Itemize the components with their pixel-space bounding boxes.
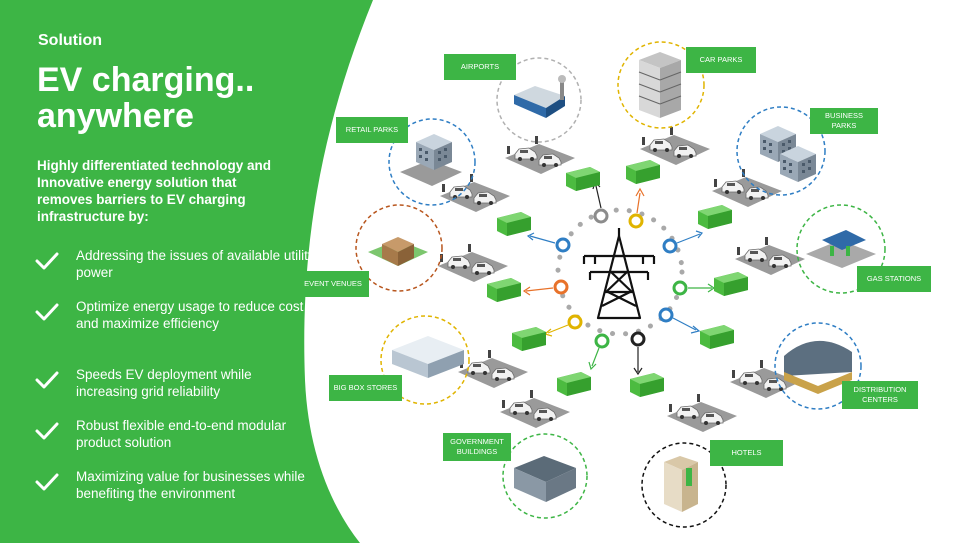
airports-location-icon	[496, 57, 582, 143]
parking-lot-icon	[438, 244, 508, 282]
headline-line-1: EV charging..	[37, 61, 255, 99]
government-buildings-location-icon	[502, 433, 588, 519]
connector-node	[522, 279, 569, 296]
battery-storage-icon	[700, 325, 734, 349]
retail-parks-location-icon	[388, 118, 476, 206]
parking-lot-icon	[712, 169, 782, 207]
tag-retail-parks: RETAIL PARKS	[336, 117, 408, 143]
connector-node	[658, 307, 701, 334]
gas-stations-location-icon	[796, 204, 886, 294]
hotels-location-icon	[641, 442, 727, 528]
tag-hotels: HOTELS	[710, 440, 783, 466]
battery-storage-icon	[566, 167, 600, 191]
connector-node	[592, 180, 609, 224]
bullet-text: Speeds EV deployment while increasing gr…	[76, 367, 252, 399]
battery-storage-icon	[512, 327, 546, 351]
parking-lot-icon	[667, 394, 737, 432]
parking-lot-icon	[440, 174, 510, 212]
transmission-tower-icon	[582, 228, 656, 320]
tag-airports: AIRPORTS	[444, 54, 516, 80]
event-venues-location-icon	[355, 204, 443, 292]
checkmark-icon	[35, 422, 59, 440]
tag-event-venues: EVENT VENUES	[297, 271, 369, 297]
headline-line-2: anywhere	[37, 97, 194, 135]
connector-node	[588, 333, 610, 371]
connector-node	[662, 230, 704, 254]
section-eyebrow: Solution	[38, 32, 102, 49]
checkmark-icon	[35, 252, 59, 270]
tag-distribution-centers: DISTRIBUTION CENTERS	[842, 381, 918, 409]
connector-node	[672, 280, 716, 296]
battery-storage-icon	[714, 272, 748, 296]
bullet-text: Addressing the issues of available utili…	[76, 248, 315, 280]
business-parks-location-icon	[736, 106, 826, 196]
parking-lot-icon	[640, 127, 710, 165]
car-parks-location-icon	[617, 41, 705, 129]
big-box-stores-location-icon	[380, 315, 470, 405]
bullet-text: Optimize energy usage to reduce cost and…	[76, 299, 304, 331]
battery-storage-icon	[497, 212, 531, 236]
connector-node	[526, 232, 571, 253]
battery-storage-icon	[698, 205, 732, 229]
battery-storage-icon	[487, 278, 521, 302]
battery-storage-icon	[630, 373, 664, 397]
battery-storage-icon	[557, 372, 591, 396]
checkmark-icon	[35, 371, 59, 389]
connector-node	[628, 187, 645, 229]
tag-big-box-stores: BIG BOX STORES	[329, 375, 402, 401]
intro-text: Highly differentiated technology and Inn…	[37, 158, 272, 224]
bullet-text: Robust flexible end-to-end modular produ…	[76, 418, 287, 450]
checkmark-icon	[35, 303, 59, 321]
tag-government-buildings: GOVERNMENT BUILDINGS	[443, 433, 511, 461]
tag-business-parks: BUSINESS PARKS	[810, 108, 878, 134]
distribution-ring	[555, 207, 685, 337]
distribution-centers-location-icon	[774, 322, 862, 410]
parking-lot-icon	[735, 237, 805, 275]
bullet-text: Maximizing value for businesses while be…	[76, 469, 305, 501]
checkmark-icon	[35, 473, 59, 491]
connector-node	[630, 331, 646, 376]
tag-gas-stations: GAS STATIONS	[857, 266, 931, 292]
connector-node	[543, 314, 583, 337]
tag-car-parks: CAR PARKS	[686, 47, 756, 73]
parking-lot-icon	[500, 390, 570, 428]
battery-storage-icon	[626, 160, 660, 184]
headline: EV charging.. anywhere	[37, 62, 297, 134]
